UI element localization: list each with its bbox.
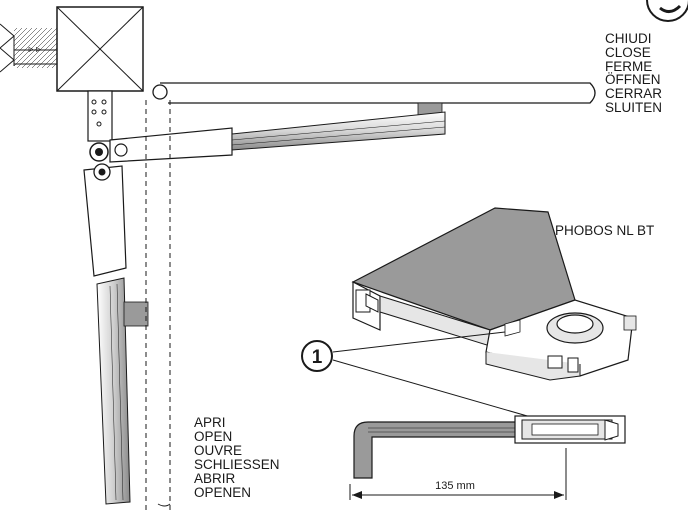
arm-open — [83, 163, 149, 505]
wall-bracket: ᐅ ᐅ — [0, 23, 58, 73]
close-label: SLUITEN — [605, 100, 662, 115]
open-label: OPEN — [194, 429, 232, 444]
close-label: ÖFFNEN — [605, 72, 661, 87]
close-label: CLOSE — [605, 45, 651, 60]
bracket-side-view — [353, 415, 626, 479]
close-labels: CHIUDI CLOSE FERME ÖFFNEN CERRAR SLUITEN — [605, 31, 662, 115]
close-label: CERRAR — [605, 86, 662, 101]
open-label: OPENEN — [194, 485, 251, 500]
close-label: FERME — [605, 59, 652, 74]
gate-leaf-closed — [152, 82, 596, 120]
bracket-3d — [351, 207, 637, 381]
open-label: SCHLIESSEN — [194, 457, 280, 472]
mounting-plate — [87, 90, 113, 142]
svg-text:ᐅ ᐅ: ᐅ ᐅ — [28, 47, 41, 54]
gate-leaf-open — [145, 100, 171, 510]
callout-1: 1 — [301, 331, 556, 425]
open-label: ABRIR — [194, 471, 236, 486]
arm-closed — [89, 111, 446, 163]
model-name: PHOBOS NL BT — [555, 223, 654, 238]
open-labels: APRI OPEN OUVRE SCHLIESSEN ABRIR OPENEN — [194, 415, 280, 500]
motor-box — [56, 6, 144, 92]
dimension-line: 135 mm — [349, 448, 567, 500]
open-label: APRI — [194, 415, 226, 430]
callout-number: 1 — [312, 347, 323, 368]
close-label: CHIUDI — [605, 31, 652, 46]
dimension-label: 135 mm — [435, 480, 475, 492]
corner-symbol-icon — [646, 0, 688, 22]
open-label: OUVRE — [194, 443, 242, 458]
